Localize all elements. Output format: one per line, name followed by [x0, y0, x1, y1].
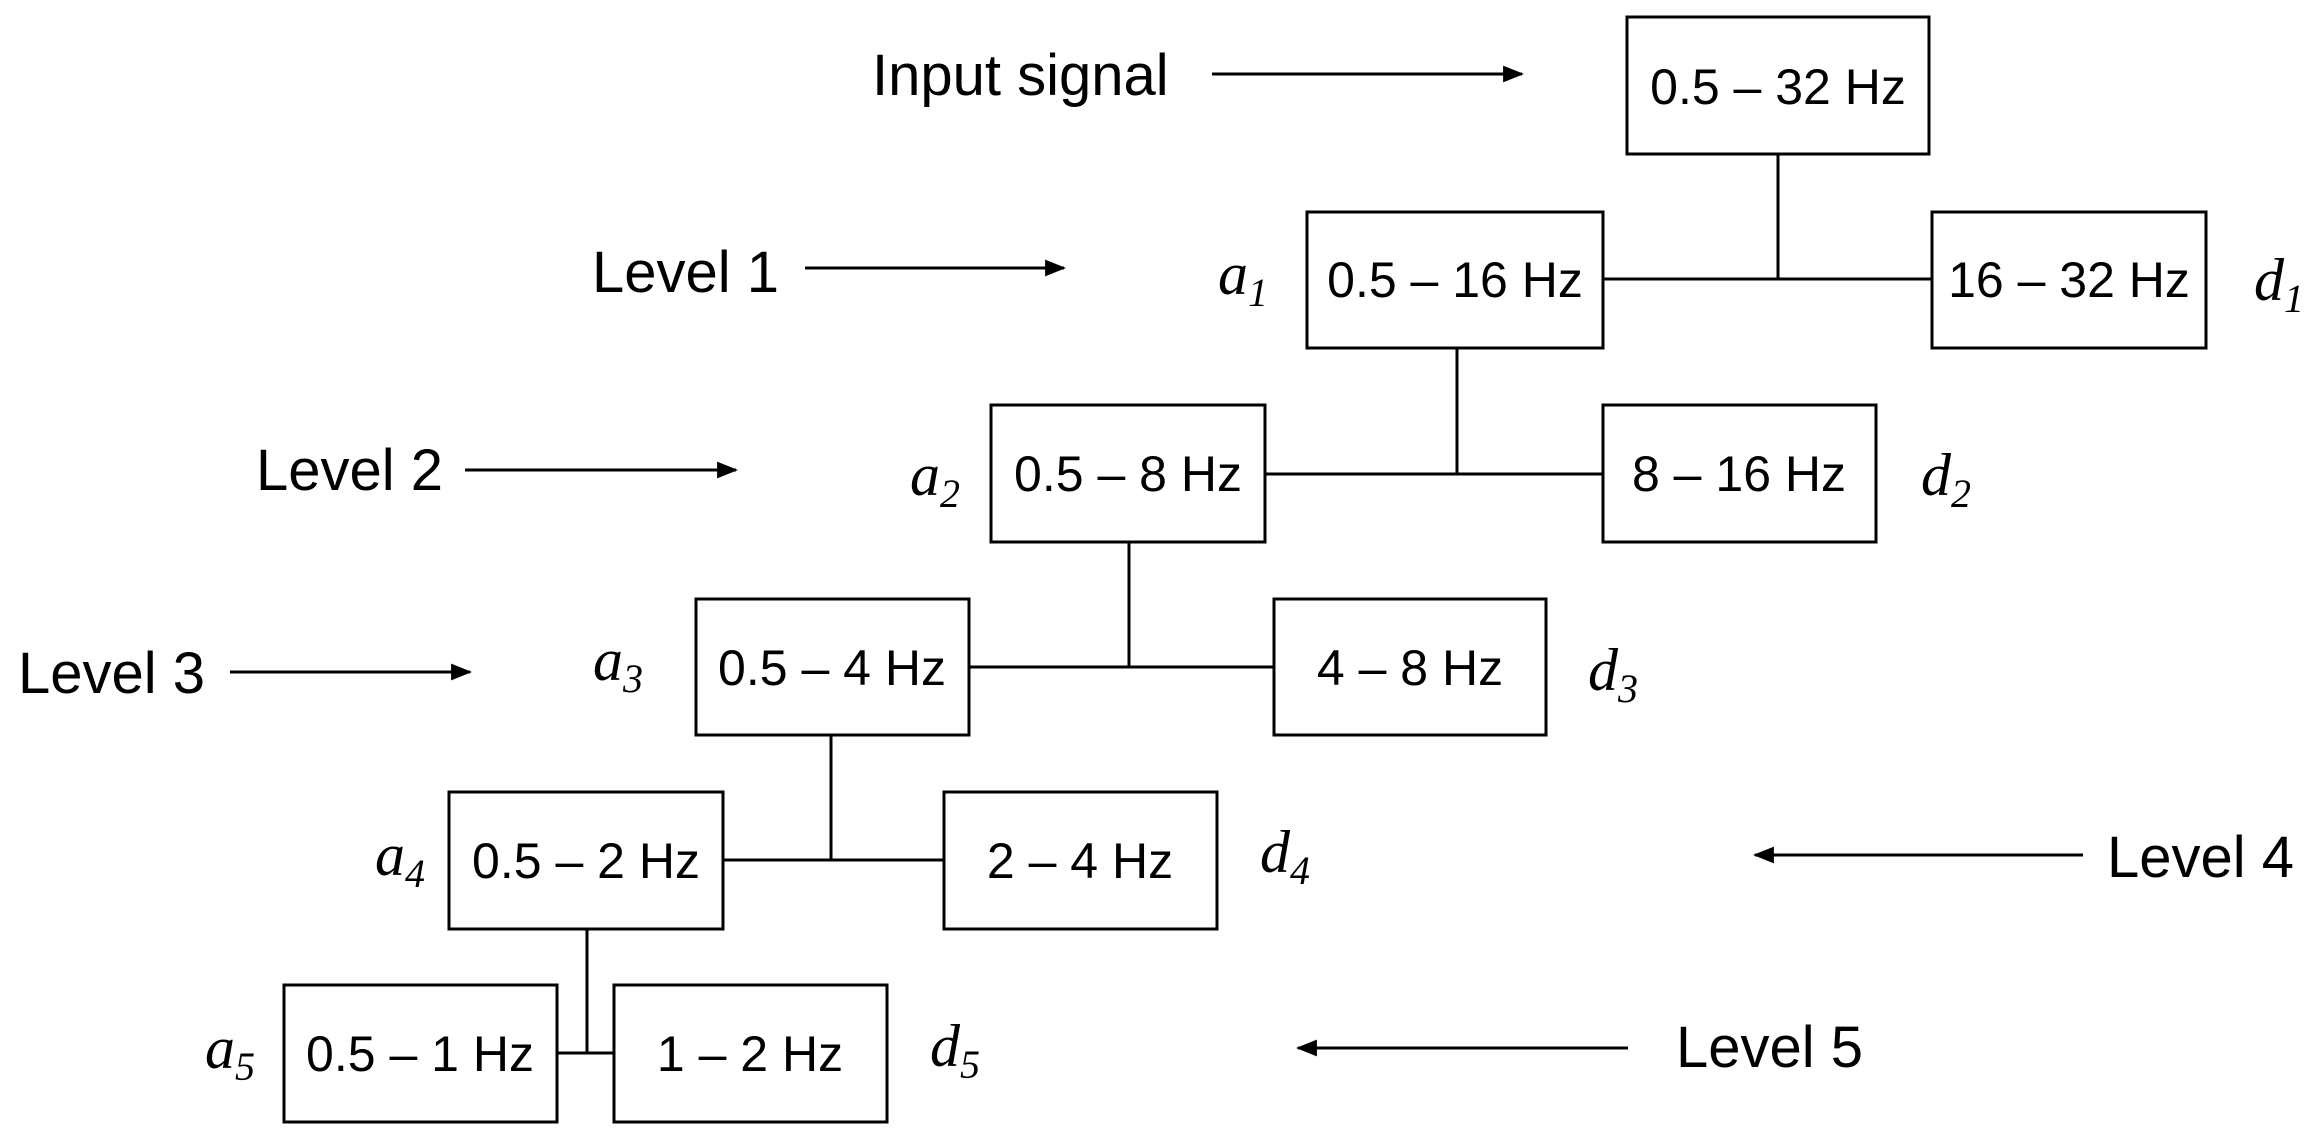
- approx-coef-label: a5: [205, 1015, 255, 1089]
- approx-coef-label: a4: [375, 822, 425, 896]
- tree-connectors: [557, 154, 1932, 1055]
- detail-band-box: [612, 983, 889, 1124]
- detail-band-text: 4 – 8 Hz: [1317, 640, 1503, 696]
- approx-band-box: [447, 790, 725, 931]
- level-3-group: Level 3 a3 0.5 – 4 Hz 4 – 8 Hz d3: [18, 597, 1638, 737]
- input-band-node: 0.5 – 32 Hz: [1625, 15, 1931, 156]
- detail-coef-label: d2: [1921, 442, 1971, 516]
- level-label: Level 3: [18, 641, 205, 706]
- detail-band-text: 16 – 32 Hz: [1948, 252, 2190, 308]
- detail-band-box: [1930, 210, 2208, 350]
- level-5-group: a5 0.5 – 1 Hz 1 – 2 Hz d5 Level 5: [205, 983, 1863, 1124]
- detail-band-text: 1 – 2 Hz: [657, 1026, 843, 1082]
- approx-band-box: [282, 983, 559, 1124]
- level-1-group: Level 1 a1 0.5 – 16 Hz 16 – 32 Hz d1: [592, 210, 2304, 350]
- input-band-text: 0.5 – 32 Hz: [1650, 59, 1906, 115]
- level-label: Level 4: [2107, 825, 2294, 890]
- detail-coef-label: d5: [930, 1013, 980, 1087]
- level-label: Level 5: [1676, 1015, 1863, 1080]
- detail-band-box: [942, 790, 1219, 931]
- input-signal-label: Input signal: [872, 43, 1169, 108]
- approx-band-box: [694, 597, 971, 737]
- detail-band-box: [1601, 403, 1878, 544]
- detail-band-text: 8 – 16 Hz: [1632, 446, 1846, 502]
- approx-coef-label: a2: [910, 442, 960, 516]
- level-label: Level 1: [592, 240, 779, 305]
- approx-band-text: 0.5 – 1 Hz: [306, 1026, 534, 1082]
- level-label: Level 2: [256, 438, 443, 503]
- approx-coef-label: a3: [593, 627, 643, 701]
- approx-band-box: [1305, 210, 1605, 350]
- approx-band-text: 0.5 – 16 Hz: [1327, 252, 1583, 308]
- approx-band-text: 0.5 – 8 Hz: [1014, 446, 1242, 502]
- detail-band-box: [1272, 597, 1548, 737]
- approx-band-box: [989, 403, 1267, 544]
- detail-coef-label: d3: [1588, 637, 1638, 711]
- level-2-group: Level 2 a2 0.5 – 8 Hz 8 – 16 Hz d2: [256, 403, 1971, 544]
- detail-coef-label: d1: [2254, 247, 2304, 321]
- approx-band-text: 0.5 – 4 Hz: [718, 640, 946, 696]
- input-band-box: [1625, 15, 1931, 156]
- approx-coef-label: a1: [1218, 241, 1268, 315]
- level-4-group: a4 0.5 – 2 Hz 2 – 4 Hz d4 Level 4: [375, 790, 2294, 931]
- detail-band-text: 2 – 4 Hz: [987, 833, 1173, 889]
- approx-band-text: 0.5 – 2 Hz: [472, 833, 700, 889]
- detail-coef-label: d4: [1260, 819, 1310, 893]
